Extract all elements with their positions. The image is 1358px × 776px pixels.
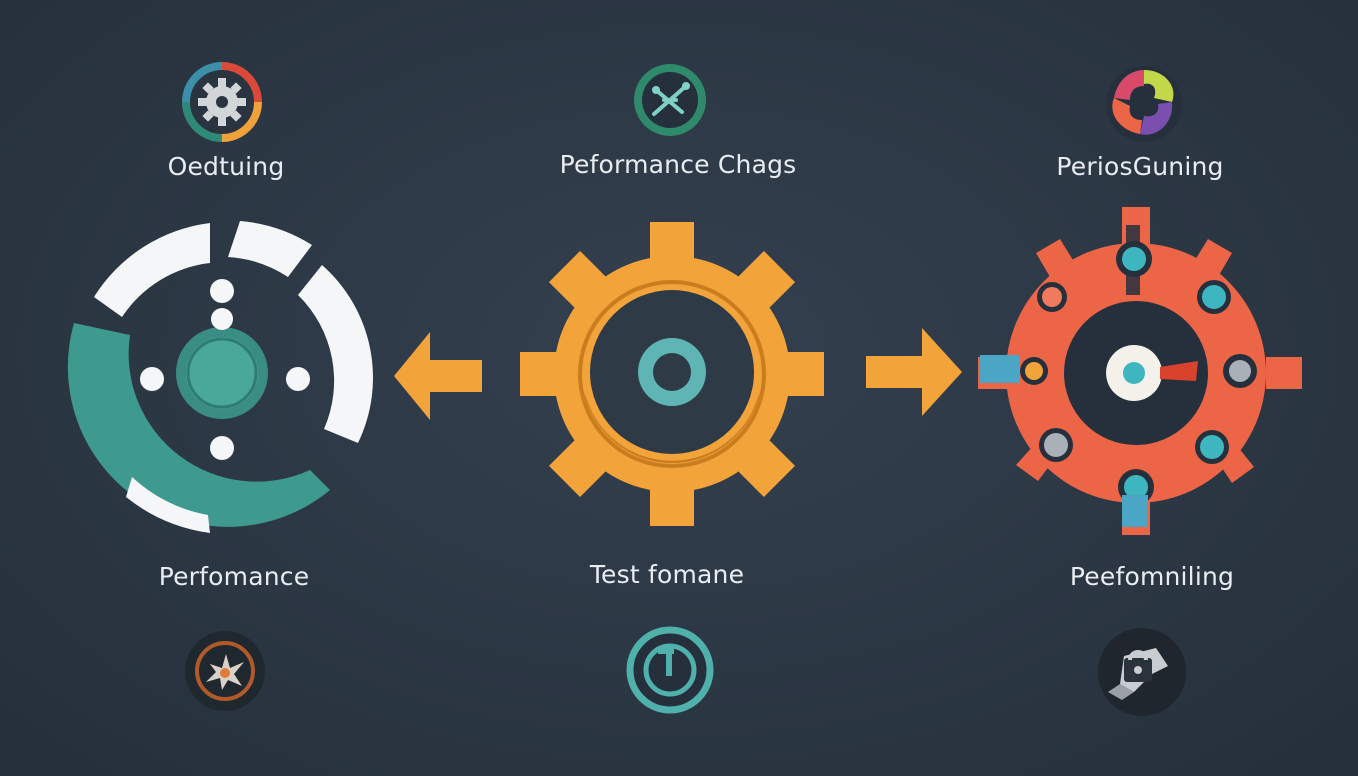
lock-icon [1098,628,1186,716]
label-top-center: Peformance Chags [559,150,797,179]
arrow-right-icon [866,328,962,416]
explosion-icon [185,631,265,711]
swirl-icon [1106,66,1182,142]
label-bottom-left: Perfomance [158,562,310,591]
arrow-left-icon [394,332,482,420]
center-gear-graphic [520,222,824,526]
label-bottom-center: Test fomane [589,560,745,589]
clock-icon [626,626,714,714]
cycle-ring-graphic [67,221,373,533]
coral-gear-graphic [978,207,1302,535]
label-top-left: Oedtuing [167,152,285,181]
label-top-right: PeriosGuning [1056,152,1224,181]
label-bottom-right: Peefomniling [1069,562,1235,591]
tools-icon [634,64,706,136]
gear-icon [182,62,262,142]
